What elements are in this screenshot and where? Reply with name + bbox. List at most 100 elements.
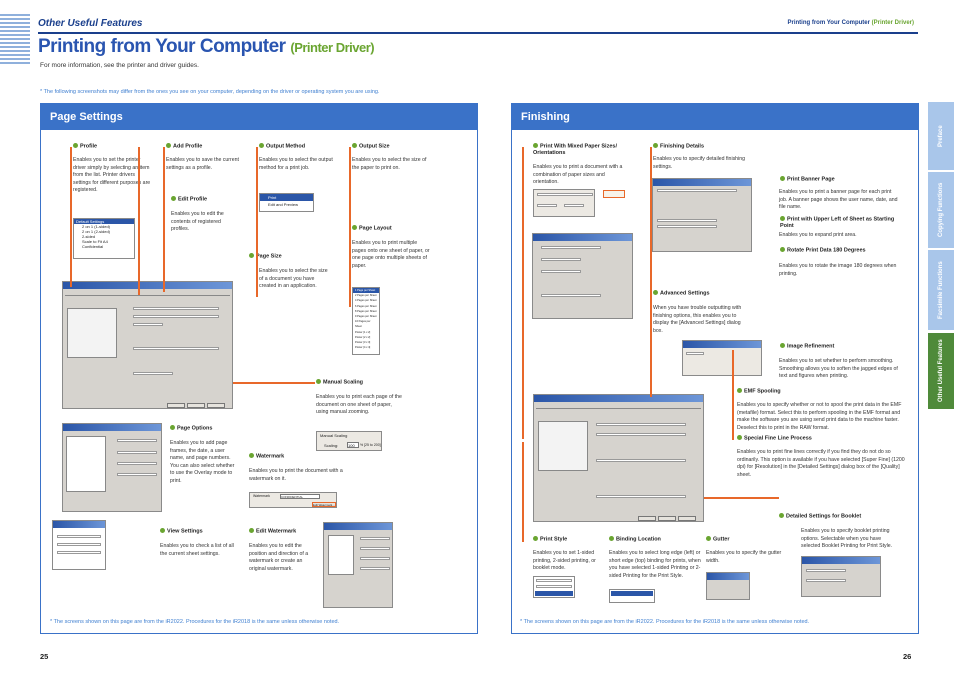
- label-profile: Profile: [73, 143, 97, 150]
- finishing-cancel-button[interactable]: [658, 516, 676, 521]
- watermark-screenshot: Watermark CONFIDENTIAL Edit Watermark...: [249, 492, 337, 508]
- profile-list-item[interactable]: 2-sided: [82, 234, 96, 239]
- finishing-dialog-tab-strip: [536, 404, 701, 409]
- profile-list-item[interactable]: Scale to Fit A4: [82, 239, 108, 244]
- desc-manual-scaling: Enables you to print each page of the do…: [316, 394, 402, 415]
- label-print-style: Print Style: [533, 536, 567, 543]
- binding-selected[interactable]: [611, 591, 653, 596]
- desc-edit-profile: Enables you to edit the contents of regi…: [171, 211, 224, 232]
- finishing-details-screenshot: [652, 178, 752, 252]
- side-tab-preface[interactable]: Preface: [928, 102, 954, 170]
- layout-option[interactable]: 4 Pages per Sheet: [355, 299, 377, 303]
- dialog-help-button[interactable]: [207, 403, 225, 408]
- label-add-profile: Add Profile: [166, 143, 202, 150]
- manual-scaling-checkbox[interactable]: Manual Scaling: [320, 433, 348, 438]
- connector-line: [704, 497, 779, 499]
- finishing-help-button[interactable]: [678, 516, 696, 521]
- header-stripes-decoration: [0, 14, 30, 64]
- label-watermark: Watermark: [249, 453, 284, 460]
- finishing-ok-button[interactable]: [638, 516, 656, 521]
- desc-page-options: Enables you to add page frames, the date…: [170, 440, 235, 484]
- page-settings-heading: Page Settings: [41, 104, 477, 130]
- connector-line: [70, 147, 72, 287]
- label-edit-profile: Edit Profile: [171, 196, 207, 203]
- layout-option[interactable]: 6 Pages per Sheet: [355, 304, 377, 308]
- layout-option[interactable]: Poster [3 x 3]: [355, 341, 371, 345]
- side-tab-other-features[interactable]: Other Useful Features: [928, 333, 954, 409]
- scaling-value-input[interactable]: 100: [347, 442, 359, 448]
- desc-print-style: Enables you to set 1-sided printing, 2-s…: [533, 550, 596, 571]
- page-number-right: 26: [903, 652, 912, 661]
- label-binding-location: Binding Location: [609, 536, 661, 543]
- right-footnote: * The screens shown on this page are fro…: [520, 619, 810, 625]
- desc-advanced-settings: When you have trouble outputting with fi…: [653, 305, 742, 334]
- watermark-checkbox[interactable]: Watermark: [253, 494, 270, 498]
- desc-page-layout: Enables you to print multiple pages onto…: [352, 240, 430, 269]
- edit-watermark-button[interactable]: Edit Watermark...: [312, 502, 336, 507]
- profile-list-item[interactable]: Default Settings: [74, 219, 134, 224]
- layout-option[interactable]: 1 Page per Sheet: [353, 288, 379, 294]
- connector-line: [349, 147, 351, 307]
- desc-emf-spooling: Enables you to specify whether or not to…: [737, 402, 902, 431]
- dialog-titlebar: [63, 282, 232, 289]
- mixed-paper-dialog-titlebar: [533, 234, 632, 241]
- label-banner-page: Print Banner Page: [780, 176, 835, 183]
- booklet-settings-screenshot: [801, 556, 881, 597]
- label-booklet: Detailed Settings for Booklet: [779, 513, 861, 520]
- edit-watermark-screenshot: [323, 522, 393, 608]
- side-tab-facsimile[interactable]: Facsimile Functions: [928, 250, 954, 330]
- edit-watermark-preview: [328, 535, 354, 575]
- label-output-method: Output Method: [259, 143, 305, 150]
- connector-line: [138, 147, 140, 295]
- desc-output-size: Enables you to select the size of the pa…: [352, 157, 427, 171]
- print-style-selected[interactable]: [535, 591, 573, 596]
- side-tab-copying[interactable]: Copying Functions: [928, 172, 954, 248]
- layout-option[interactable]: 9 Pages per Sheet: [355, 315, 377, 319]
- view-settings-screenshot: [52, 520, 106, 570]
- layout-option[interactable]: Poster [4 x 4]: [355, 346, 371, 350]
- desc-add-profile: Enables you to save the current settings…: [166, 157, 239, 171]
- label-gutter: Gutter: [706, 536, 730, 543]
- print-style-screenshot: [533, 576, 575, 598]
- connector-line: [522, 442, 524, 542]
- dialog-preview-pane: [67, 308, 117, 358]
- mixed-paper-dialog-screenshot: [532, 233, 633, 319]
- output-option-print[interactable]: Print: [260, 194, 313, 201]
- layout-option[interactable]: Poster [2 x 2]: [355, 335, 371, 339]
- profile-list-item[interactable]: 2 on 1 (2-sided): [82, 229, 111, 234]
- finishing-details-titlebar: [653, 179, 751, 186]
- desc-edit-watermark: Enables you to edit the position and dir…: [249, 543, 309, 572]
- layout-option[interactable]: Poster [1 x 2]: [355, 330, 371, 334]
- label-finishing-details: Finishing Details: [653, 143, 704, 150]
- dialog-tab-strip: [65, 291, 230, 296]
- page-options-titlebar: [63, 424, 161, 431]
- label-fine-line: Special Fine Line Process: [737, 435, 812, 442]
- profile-list-item[interactable]: 2 on 1 (1-sided): [82, 224, 111, 229]
- desc-finishing-details: Enables you to specify detailed finishin…: [653, 156, 745, 170]
- watermark-select[interactable]: CONFIDENTIAL: [280, 494, 320, 499]
- desc-page-size: Enables you to select the size of a docu…: [259, 268, 328, 289]
- label-edit-watermark: Edit Watermark: [249, 528, 296, 535]
- manual-scaling-screenshot: Manual Scaling Scaling: 100 % [25 to 200…: [316, 431, 382, 451]
- layout-option[interactable]: 8 Pages per Sheet: [355, 309, 377, 313]
- mixed-paper-screenshot: [533, 189, 595, 217]
- finishing-dialog-titlebar: [534, 395, 703, 402]
- dialog-cancel-button[interactable]: [187, 403, 205, 408]
- connector-line: [233, 382, 315, 384]
- output-option-edit-preview[interactable]: Edit and Preview: [268, 202, 299, 207]
- label-page-layout: Page Layout: [352, 225, 392, 232]
- profile-list-item[interactable]: Confidential: [82, 244, 104, 249]
- advanced-settings-screenshot: [682, 340, 762, 376]
- header-running-title-main: Printing from Your Computer: [787, 20, 870, 26]
- output-method-screenshot: Print Edit and Preview: [259, 193, 314, 212]
- dialog-ok-button[interactable]: [167, 403, 185, 408]
- section-label: Other Useful Features: [38, 18, 143, 29]
- page-layout-list-screenshot: 1 Page per Sheet 2 Pages per Sheet 4 Pag…: [352, 287, 380, 355]
- desc-watermark: Enables you to print the document with a…: [249, 468, 343, 482]
- label-advanced-settings: Advanced Settings: [653, 290, 710, 297]
- desc-binding-location: Enables you to select long edge (left) o…: [609, 550, 701, 579]
- layout-option[interactable]: 16 Pages per Sheet: [355, 320, 371, 329]
- binding-location-screenshot: [609, 589, 655, 603]
- layout-option[interactable]: 2 Pages per Sheet: [355, 294, 377, 298]
- desc-view-settings: Enables you to check a list of all the c…: [160, 543, 234, 557]
